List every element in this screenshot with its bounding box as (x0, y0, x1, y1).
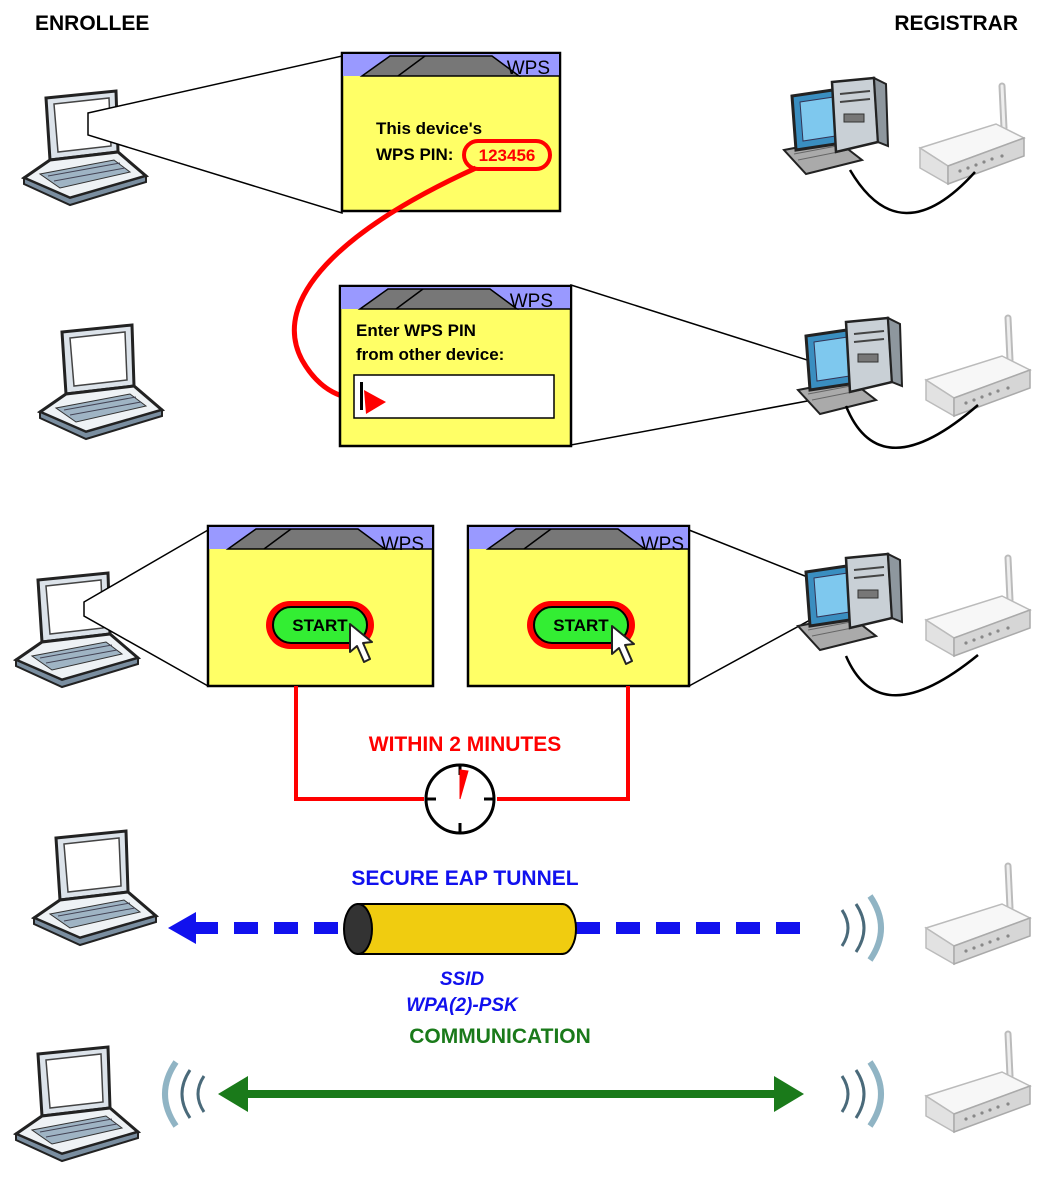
registrar-router-icon (926, 318, 1030, 416)
tunnel-label: SECURE EAP TUNNEL (351, 867, 578, 890)
enrollee-laptop-icon (14, 1045, 140, 1163)
registrar-pc-icon (782, 76, 890, 176)
tunnel-arrowhead (168, 912, 196, 944)
pin-value: 123456 (479, 146, 536, 165)
start-button-registrar[interactable] (533, 606, 629, 644)
registrar-header: REGISTRAR (894, 12, 1018, 35)
wps-tab-label: WPS (510, 291, 553, 312)
wps-window-pin-entry: WPS Enter WPS PIN from other device: (338, 284, 573, 448)
registrar-pc-icon (796, 552, 904, 652)
wps-window-pin-display: WPS This device's WPS PIN: 123456 (340, 51, 562, 213)
wps-tab-label: WPS (507, 58, 550, 79)
zoom-cone (87, 55, 343, 215)
wireless-signal-icon (842, 896, 881, 960)
enrollee-header: ENROLLEE (35, 12, 149, 35)
wps-tab-label: WPS (381, 534, 424, 555)
pin-entry-line1: Enter WPS PIN (356, 321, 476, 340)
start-button-enrollee[interactable] (272, 606, 368, 644)
lan-cable (848, 169, 976, 215)
pin-transfer-arrowhead (364, 390, 386, 414)
zoom-cone (570, 283, 846, 446)
ssid-label: SSID (440, 969, 485, 990)
timer-label: WITHIN 2 MINUTES (369, 733, 562, 756)
pin-transfer-arrow (291, 165, 478, 403)
clock-icon (424, 763, 496, 835)
wireless-signal-icon (165, 1062, 204, 1126)
registrar-router-icon (926, 866, 1030, 964)
pin-highlight (462, 139, 552, 171)
enrollee-laptop-icon (38, 323, 164, 441)
lan-cable (844, 404, 979, 449)
registrar-pc-icon (796, 316, 904, 416)
communication-arrowhead-left (218, 1076, 248, 1112)
lan-cable (844, 654, 979, 697)
timer-line-left (294, 686, 424, 801)
security-label: WPA(2)-PSK (406, 995, 519, 1016)
pin-display-line1: This device's (376, 119, 482, 138)
pin-entry-line2: from other device: (356, 345, 504, 364)
registrar-router-icon (920, 86, 1024, 184)
communication-label: COMMUNICATION (409, 1025, 591, 1048)
wps-window-start-enrollee: WPS (206, 524, 435, 688)
start-label: START (292, 616, 348, 635)
registrar-router-icon (926, 1034, 1030, 1132)
enrollee-laptop-icon (32, 829, 158, 947)
wps-tab-label: WPS (641, 534, 684, 555)
wireless-signal-icon (842, 1062, 881, 1126)
pin-entry-field[interactable] (353, 374, 555, 419)
registrar-router-icon (926, 558, 1030, 656)
timer-line-right (497, 686, 630, 801)
text-caret (360, 382, 363, 410)
zoom-cone (688, 528, 811, 688)
start-label: START (553, 616, 609, 635)
tunnel-cylinder (343, 903, 577, 955)
pin-display-line2: WPS PIN: (376, 145, 453, 164)
communication-arrowhead-right (774, 1076, 804, 1112)
